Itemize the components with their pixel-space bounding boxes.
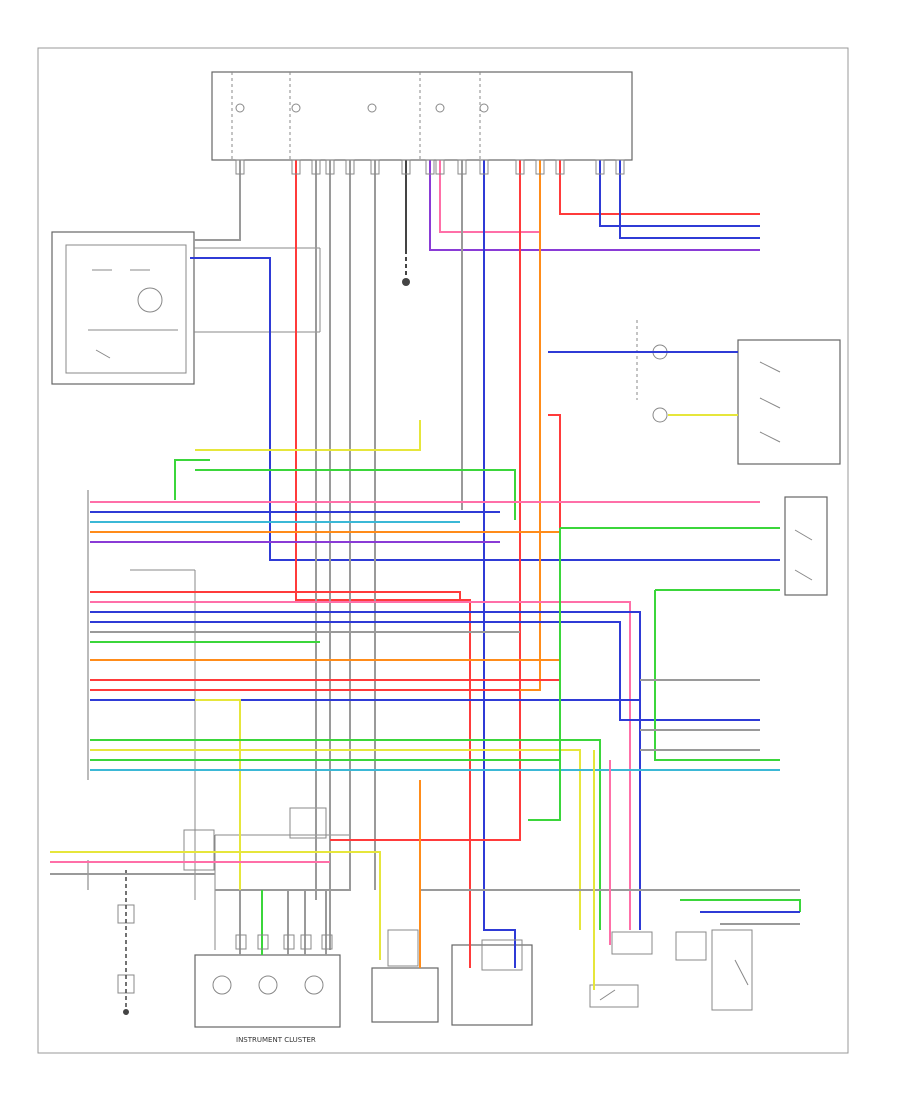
wire-blue-v [483,160,516,968]
wire-blue-top-right [599,160,760,227]
wire-pink-v [439,160,541,233]
throttle-position-sensor [451,944,533,1026]
wire-yellow-switch [195,420,421,451]
ground-point [402,250,410,286]
instrument-cluster: INSTRUMENT CLUSTER [194,954,341,1044]
bottom-connectors [235,929,707,971]
shift-lock-switch [51,231,321,385]
wire-harness-red-1 [90,591,461,600]
diagram-frame [37,47,849,1054]
wire-green-brake-v [654,590,780,761]
engine-control-module [371,967,439,1023]
left-sensor-connector [117,870,135,1015]
wire-harness-pink-2 [90,601,631,930]
wire-green-switch [174,459,210,500]
wire-red-top-right [559,160,760,215]
vehicle-speed-sensor [589,984,639,1008]
brake-switch [784,496,828,596]
wire-red-v2 [330,160,521,841]
shift-sensors [636,320,841,465]
wire-harness-yellow [195,699,241,940]
instrument-cluster-label: INSTRUMENT CLUSTER [236,1036,316,1044]
wire-blue-top-right-2 [619,160,760,239]
pressure-control-solenoid [711,929,753,1011]
wire-purple-v [429,160,610,251]
tcm-pin-markers [235,159,625,175]
wire-green-brake [528,528,561,821]
wire-blue-left [190,257,780,561]
wire-harness-yellow-2 [90,749,581,930]
wire-green-right-bottom [680,899,801,912]
wire-gray-1 [194,160,241,241]
wire-red-v1 [295,160,471,968]
wire-gray-v4 [215,160,351,891]
wire-yellow-bottom [50,851,381,960]
wire-harness-green-2 [90,739,601,930]
wire-green-switch-2 [195,469,516,520]
wires [50,160,801,990]
wire-harness-blue-2 [90,611,641,930]
trans-control-module [211,71,633,161]
wire-harness-blue-3 [90,621,760,721]
wire-red-sensor [548,414,561,690]
